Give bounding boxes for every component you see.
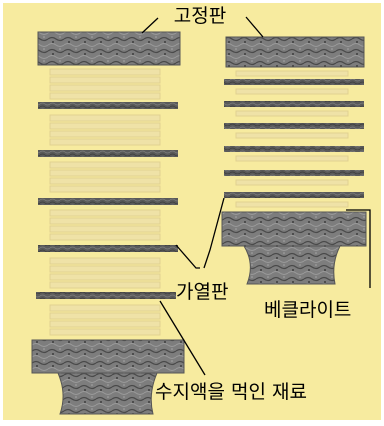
left-heating-plate-2	[38, 150, 178, 157]
right-resin-layers-6	[235, 179, 349, 186]
right-resin-layers-3	[235, 110, 349, 117]
left-heating-plate-4	[38, 245, 178, 252]
right-resin-layers-7	[235, 201, 349, 208]
resin-material-leader	[159, 300, 206, 376]
right-heating-plate-2	[224, 101, 364, 107]
left-press-base	[57, 372, 158, 415]
left-resin-layers-3	[49, 161, 161, 193]
left-resin-layers-6	[49, 304, 161, 336]
left-top-fixed-plate	[37, 31, 181, 66]
bakelite-leader	[346, 209, 371, 288]
right-heating-plate-4	[224, 146, 364, 152]
right-bottom-fixed-plate	[221, 211, 367, 247]
right-press-stack	[221, 36, 367, 285]
bakelite-label: 베클라이트	[264, 299, 351, 321]
heating-plate-leader-left	[175, 244, 200, 269]
fixed-plate-leader-right	[245, 16, 264, 38]
left-resin-layers-1	[49, 68, 161, 100]
left-heating-plate-3	[38, 198, 178, 205]
heating-plate-label: 가열판	[176, 281, 228, 303]
resin-material-label: 수지액을 먹인 재료	[155, 381, 307, 403]
right-heating-plate-6	[224, 192, 364, 198]
right-heating-plate-1	[224, 79, 364, 85]
fixed-plate-label: 고정판	[174, 5, 226, 27]
left-heating-plate-5	[36, 292, 176, 299]
right-heating-plate-3	[224, 123, 364, 129]
left-press-stack	[31, 31, 185, 415]
heating-plate-leader-right	[203, 197, 225, 269]
right-resin-layers-1	[235, 70, 349, 77]
left-resin-layers-4	[49, 209, 161, 241]
fixed-plate-leader-left	[141, 17, 159, 34]
left-heating-plate-1	[38, 102, 178, 109]
right-heating-plate-5	[224, 170, 364, 176]
left-resin-layers-5	[49, 257, 161, 289]
right-resin-layers-4	[235, 132, 349, 139]
left-resin-layers-2	[49, 114, 161, 146]
leader-lines	[141, 16, 371, 376]
right-press-base	[243, 245, 341, 285]
right-resin-layers-5	[235, 155, 349, 162]
right-resin-layers-2	[235, 88, 349, 95]
right-top-fixed-plate	[225, 36, 365, 68]
left-bottom-fixed-plate	[31, 339, 185, 374]
